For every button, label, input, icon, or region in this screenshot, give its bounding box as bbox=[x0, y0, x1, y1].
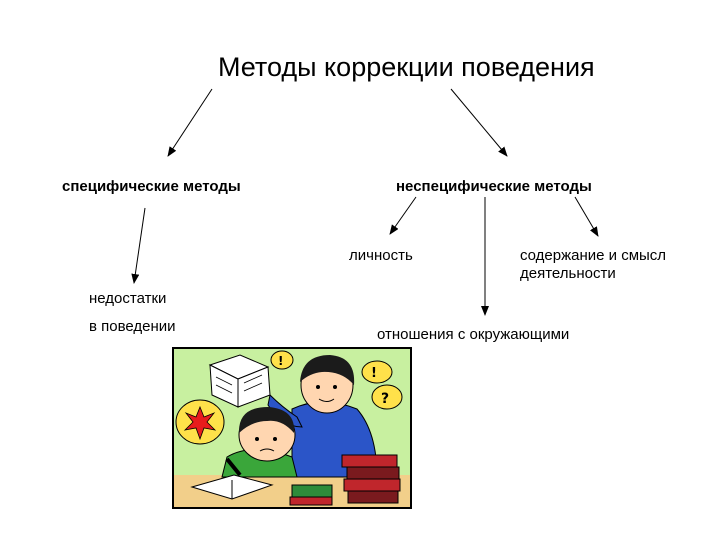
page-title: Методы коррекции поведения bbox=[218, 52, 595, 82]
svg-text:?: ? bbox=[381, 391, 389, 407]
personality-label: личность bbox=[349, 247, 413, 264]
arrow-nonspecific-to-activity bbox=[574, 196, 599, 237]
relations-label: отношения с окружающими bbox=[377, 326, 570, 343]
activity-label-line2: деятельности bbox=[520, 265, 616, 282]
nonspecific-methods-label: неспецифические методы bbox=[396, 178, 592, 195]
arrow-title-to-nonspecific bbox=[450, 88, 508, 157]
svg-text:!: ! bbox=[278, 354, 283, 368]
specific-methods-label: специфические методы bbox=[62, 178, 241, 195]
arrow-title-to-specific bbox=[167, 88, 213, 157]
shortcomings-label-line1: недостатки bbox=[89, 290, 167, 307]
svg-text:!: ! bbox=[371, 366, 377, 381]
arrow-specific-to-shortcomings bbox=[131, 207, 146, 284]
arrow-nonspecific-to-personality bbox=[389, 196, 417, 235]
study-clipart: ! ! ? bbox=[172, 347, 412, 509]
shortcomings-label-line2: в поведении bbox=[89, 318, 176, 335]
activity-label-line1: содержание и смысл bbox=[520, 247, 667, 264]
